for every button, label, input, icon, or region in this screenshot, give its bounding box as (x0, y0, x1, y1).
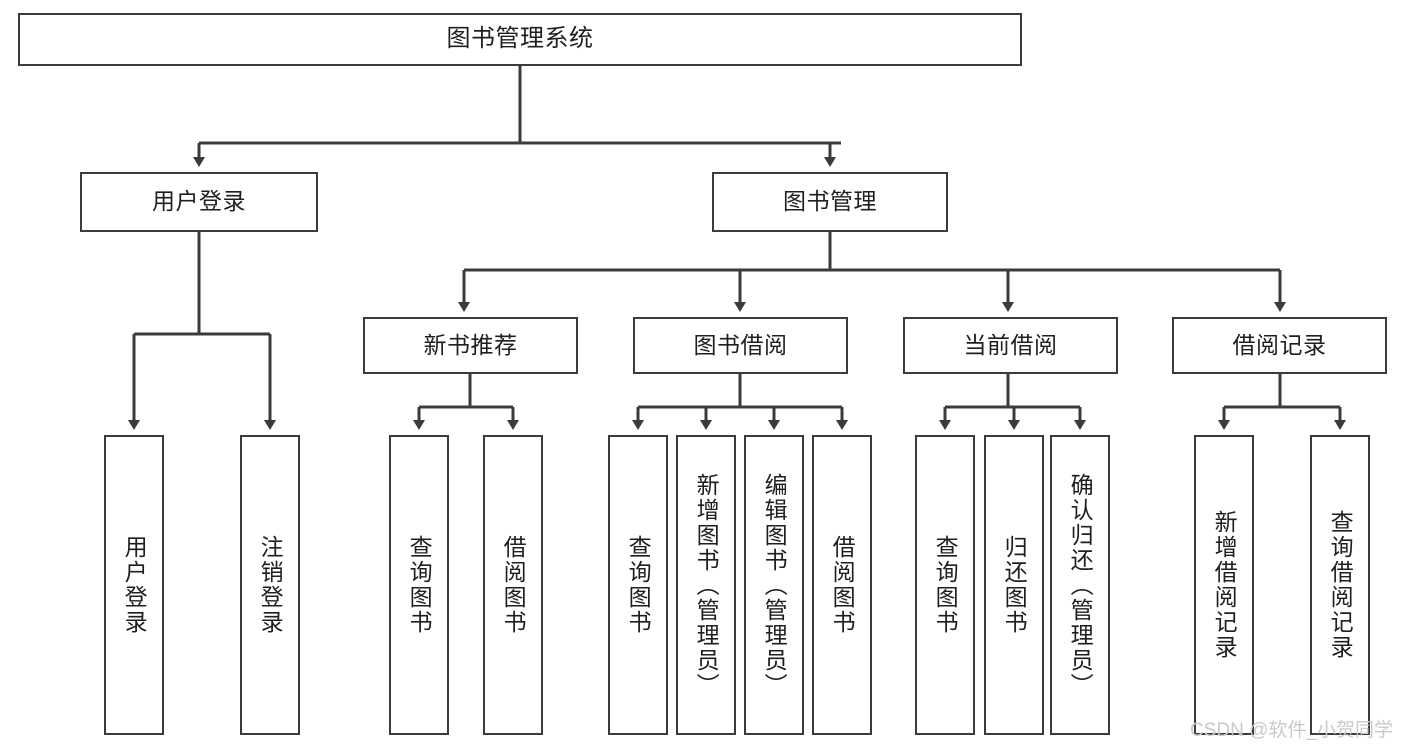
node-leaf-query-book-cur[interactable]: 查询图书 (915, 435, 975, 735)
node-leaf-add-record-label: 新增借阅记录 (1211, 510, 1238, 660)
node-leaf-user-login[interactable]: 用户登录 (104, 435, 164, 735)
node-leaf-confirm-return[interactable]: 确认归还（管理员） (1050, 435, 1110, 735)
node-book-manage-label: 图书管理 (783, 188, 877, 215)
node-current-borrow[interactable]: 当前借阅 (903, 317, 1118, 374)
node-leaf-query-book-rec-label: 查询图书 (406, 535, 433, 635)
node-book-borrow-label: 图书借阅 (693, 331, 788, 358)
node-leaf-return-book-label: 归还图书 (1001, 535, 1028, 635)
node-leaf-query-record-label: 查询借阅记录 (1327, 510, 1354, 660)
node-leaf-borrow-book-rec[interactable]: 借阅图书 (483, 435, 543, 735)
node-leaf-query-book-bor[interactable]: 查询图书 (608, 435, 668, 735)
csdn-watermark: CSDN @软件_小贺同学 (1190, 720, 1393, 741)
node-new-book-recommend[interactable]: 新书推荐 (363, 317, 578, 374)
node-leaf-query-book-rec[interactable]: 查询图书 (389, 435, 449, 735)
node-book-borrow[interactable]: 图书借阅 (633, 317, 848, 374)
node-borrow-record-label: 借阅记录 (1232, 331, 1327, 358)
node-current-borrow-label: 当前借阅 (963, 331, 1058, 358)
node-leaf-edit-book[interactable]: 编辑图书（管理员） (744, 435, 804, 735)
node-borrow-record[interactable]: 借阅记录 (1172, 317, 1387, 374)
node-leaf-borrow-book-bor-label: 借阅图书 (829, 535, 856, 635)
node-leaf-query-book-bor-label: 查询图书 (625, 535, 652, 635)
node-leaf-add-record[interactable]: 新增借阅记录 (1194, 435, 1254, 735)
node-leaf-query-record[interactable]: 查询借阅记录 (1310, 435, 1370, 735)
node-root-label: 图书管理系统 (446, 25, 594, 53)
node-user-login[interactable]: 用户登录 (80, 172, 318, 232)
node-leaf-user-login-label: 用户登录 (121, 535, 148, 635)
node-user-login-label: 用户登录 (152, 188, 246, 215)
node-root[interactable]: 图书管理系统 (18, 13, 1022, 66)
node-new-book-recommend-label: 新书推荐 (423, 331, 518, 358)
node-leaf-return-book[interactable]: 归还图书 (984, 435, 1044, 735)
node-leaf-borrow-book-rec-label: 借阅图书 (500, 535, 527, 635)
node-leaf-query-book-cur-label: 查询图书 (932, 535, 959, 635)
node-leaf-edit-book-label: 编辑图书（管理员） (761, 472, 788, 698)
node-book-manage[interactable]: 图书管理 (712, 172, 948, 232)
node-leaf-user-logout-label: 注销登录 (257, 535, 284, 635)
node-leaf-add-book[interactable]: 新增图书（管理员） (676, 435, 736, 735)
node-leaf-user-logout[interactable]: 注销登录 (240, 435, 300, 735)
node-leaf-borrow-book-bor[interactable]: 借阅图书 (812, 435, 872, 735)
node-leaf-add-book-label: 新增图书（管理员） (693, 472, 720, 698)
node-leaf-confirm-return-label: 确认归还（管理员） (1067, 472, 1094, 698)
